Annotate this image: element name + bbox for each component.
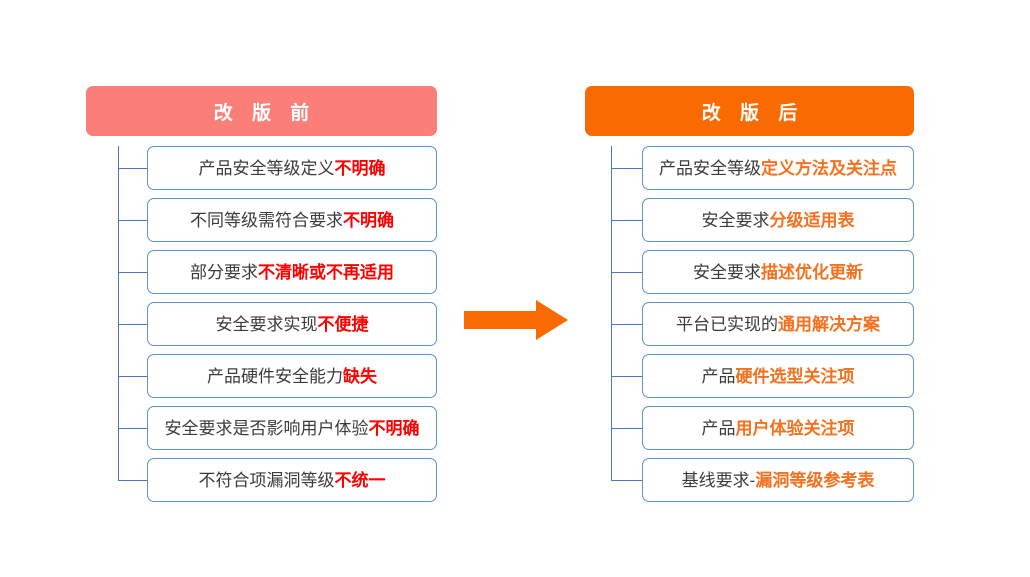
before-branch-line-3 xyxy=(118,272,147,273)
before-branch-line-4 xyxy=(118,324,147,325)
before-node-6-text: 安全要求是否影响用户体验不明确 xyxy=(164,418,420,438)
before-row-2: 不同等级需符合要求不明确 xyxy=(86,198,437,242)
after-row-1: 产品安全等级定义方法及关注点 xyxy=(585,146,914,190)
after-branch-line-2 xyxy=(611,220,642,221)
after-tree: 产品安全等级定义方法及关注点 安全要求分级适用表 安全要求描述优化更新 xyxy=(585,146,914,502)
before-row-6: 安全要求是否影响用户体验不明确 xyxy=(86,406,437,450)
before-row-1: 产品安全等级定义不明确 xyxy=(86,146,437,190)
before-row-5: 产品硬件安全能力缺失 xyxy=(86,354,437,398)
before-node-3-text: 部分要求不清晰或不再适用 xyxy=(190,262,394,282)
before-branch-line-1 xyxy=(118,168,147,169)
before-node-5-text: 产品硬件安全能力缺失 xyxy=(207,366,377,386)
before-node-list: 产品安全等级定义不明确 不同等级需符合要求不明确 部分要求不清晰或不再适用 xyxy=(86,146,437,502)
after-trunk-line xyxy=(611,146,612,480)
after-row-7: 基线要求-漏洞等级参考表 xyxy=(585,458,914,502)
after-node-4[interactable]: 平台已实现的通用解决方案 xyxy=(642,302,914,346)
before-node-7-text: 不符合项漏洞等级不统一 xyxy=(198,470,386,490)
before-node-1-text: 产品安全等级定义不明确 xyxy=(198,158,386,178)
before-row-3: 部分要求不清晰或不再适用 xyxy=(86,250,437,294)
before-branch-line-2 xyxy=(118,220,147,221)
after-node-5-text: 产品硬件选型关注项 xyxy=(701,366,855,386)
after-row-6: 产品用户体验关注项 xyxy=(585,406,914,450)
after-node-2-text: 安全要求分级适用表 xyxy=(701,210,855,230)
before-node-1[interactable]: 产品安全等级定义不明确 xyxy=(147,146,437,190)
before-tree: 产品安全等级定义不明确 不同等级需符合要求不明确 部分要求不清晰或不再适用 xyxy=(86,146,437,502)
after-node-4-text: 平台已实现的通用解决方案 xyxy=(676,314,880,334)
after-column-header: 改 版 后 xyxy=(585,86,914,136)
after-node-7-text: 基线要求-漏洞等级参考表 xyxy=(681,470,875,490)
before-row-7: 不符合项漏洞等级不统一 xyxy=(86,458,437,502)
after-row-4: 平台已实现的通用解决方案 xyxy=(585,302,914,346)
before-branch-line-6 xyxy=(118,428,147,429)
after-row-2: 安全要求分级适用表 xyxy=(585,198,914,242)
after-node-list: 产品安全等级定义方法及关注点 安全要求分级适用表 安全要求描述优化更新 xyxy=(585,146,914,502)
before-node-5[interactable]: 产品硬件安全能力缺失 xyxy=(147,354,437,398)
after-node-6[interactable]: 产品用户体验关注项 xyxy=(642,406,914,450)
after-branch-line-6 xyxy=(611,428,642,429)
after-node-5[interactable]: 产品硬件选型关注项 xyxy=(642,354,914,398)
before-node-7[interactable]: 不符合项漏洞等级不统一 xyxy=(147,458,437,502)
before-column-header: 改 版 前 xyxy=(86,86,437,136)
after-node-6-text: 产品用户体验关注项 xyxy=(701,418,855,438)
after-branch-line-5 xyxy=(611,376,642,377)
before-node-2-text: 不同等级需符合要求不明确 xyxy=(190,210,394,230)
after-row-5: 产品硬件选型关注项 xyxy=(585,354,914,398)
before-node-2[interactable]: 不同等级需符合要求不明确 xyxy=(147,198,437,242)
after-branch-line-7 xyxy=(611,480,642,481)
after-branch-line-1 xyxy=(611,168,642,169)
after-node-2[interactable]: 安全要求分级适用表 xyxy=(642,198,914,242)
right-arrow-icon xyxy=(464,300,568,340)
before-column: 改 版 前 产品安全等级定义不明确 不同等级需符合要求不明确 xyxy=(86,86,437,502)
after-node-7[interactable]: 基线要求-漏洞等级参考表 xyxy=(642,458,914,502)
before-row-4: 安全要求实现不便捷 xyxy=(86,302,437,346)
before-trunk-line xyxy=(118,146,119,480)
before-node-4-text: 安全要求实现不便捷 xyxy=(215,314,369,334)
before-branch-line-5 xyxy=(118,376,147,377)
after-node-3[interactable]: 安全要求描述优化更新 xyxy=(642,250,914,294)
after-column: 改 版 后 产品安全等级定义方法及关注点 安全要求分级适用表 xyxy=(585,86,914,502)
after-branch-line-3 xyxy=(611,272,642,273)
after-branch-line-4 xyxy=(611,324,642,325)
before-node-3[interactable]: 部分要求不清晰或不再适用 xyxy=(147,250,437,294)
after-node-1[interactable]: 产品安全等级定义方法及关注点 xyxy=(642,146,914,190)
after-node-3-text: 安全要求描述优化更新 xyxy=(693,262,863,282)
before-node-4[interactable]: 安全要求实现不便捷 xyxy=(147,302,437,346)
after-row-3: 安全要求描述优化更新 xyxy=(585,250,914,294)
before-branch-line-7 xyxy=(118,480,147,481)
before-node-6[interactable]: 安全要求是否影响用户体验不明确 xyxy=(147,406,437,450)
after-node-1-text: 产品安全等级定义方法及关注点 xyxy=(659,158,897,178)
